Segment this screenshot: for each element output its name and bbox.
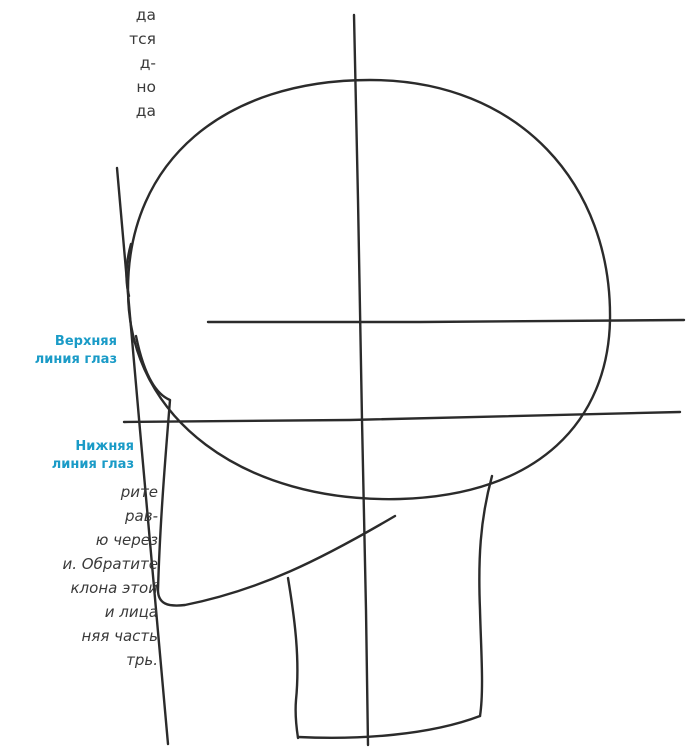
intro-line: да (0, 99, 156, 123)
intro-line: д- (0, 51, 156, 75)
label-line: линия глаз (0, 351, 117, 369)
label-line: Нижняя (0, 438, 134, 456)
vertical-center-line (354, 15, 368, 745)
caption-line: няя часть (0, 624, 158, 648)
caption-line: клона этой (0, 576, 158, 600)
intro-line: тся (0, 27, 156, 51)
caption-line: рав- (0, 504, 158, 528)
neck-bottom-line (298, 716, 480, 738)
intro-line: но (0, 75, 156, 99)
label-line: Верхняя (0, 333, 117, 351)
lower-eye-line-label: Нижняя линия глаз (0, 438, 134, 474)
caption-line: рите (0, 480, 158, 504)
cranium-circle (128, 80, 610, 499)
jaw-line (136, 336, 395, 606)
intro-text: да тся д- но да (0, 3, 156, 123)
neck-left-line (288, 578, 298, 738)
lower-eye-line (124, 412, 680, 422)
upper-eye-line (208, 320, 684, 322)
intro-line: да (0, 3, 156, 27)
caption-line: трь. (0, 648, 158, 672)
caption-text: рите рав- ю через и. Обратите клона этой… (0, 480, 158, 672)
caption-line: и лица (0, 600, 158, 624)
caption-line: и. Обратите (0, 552, 158, 576)
neck-right-line (479, 476, 492, 716)
upper-eye-line-label: Верхняя линия глаз (0, 333, 117, 369)
label-line: линия глаз (0, 456, 134, 474)
caption-line: ю через (0, 528, 158, 552)
